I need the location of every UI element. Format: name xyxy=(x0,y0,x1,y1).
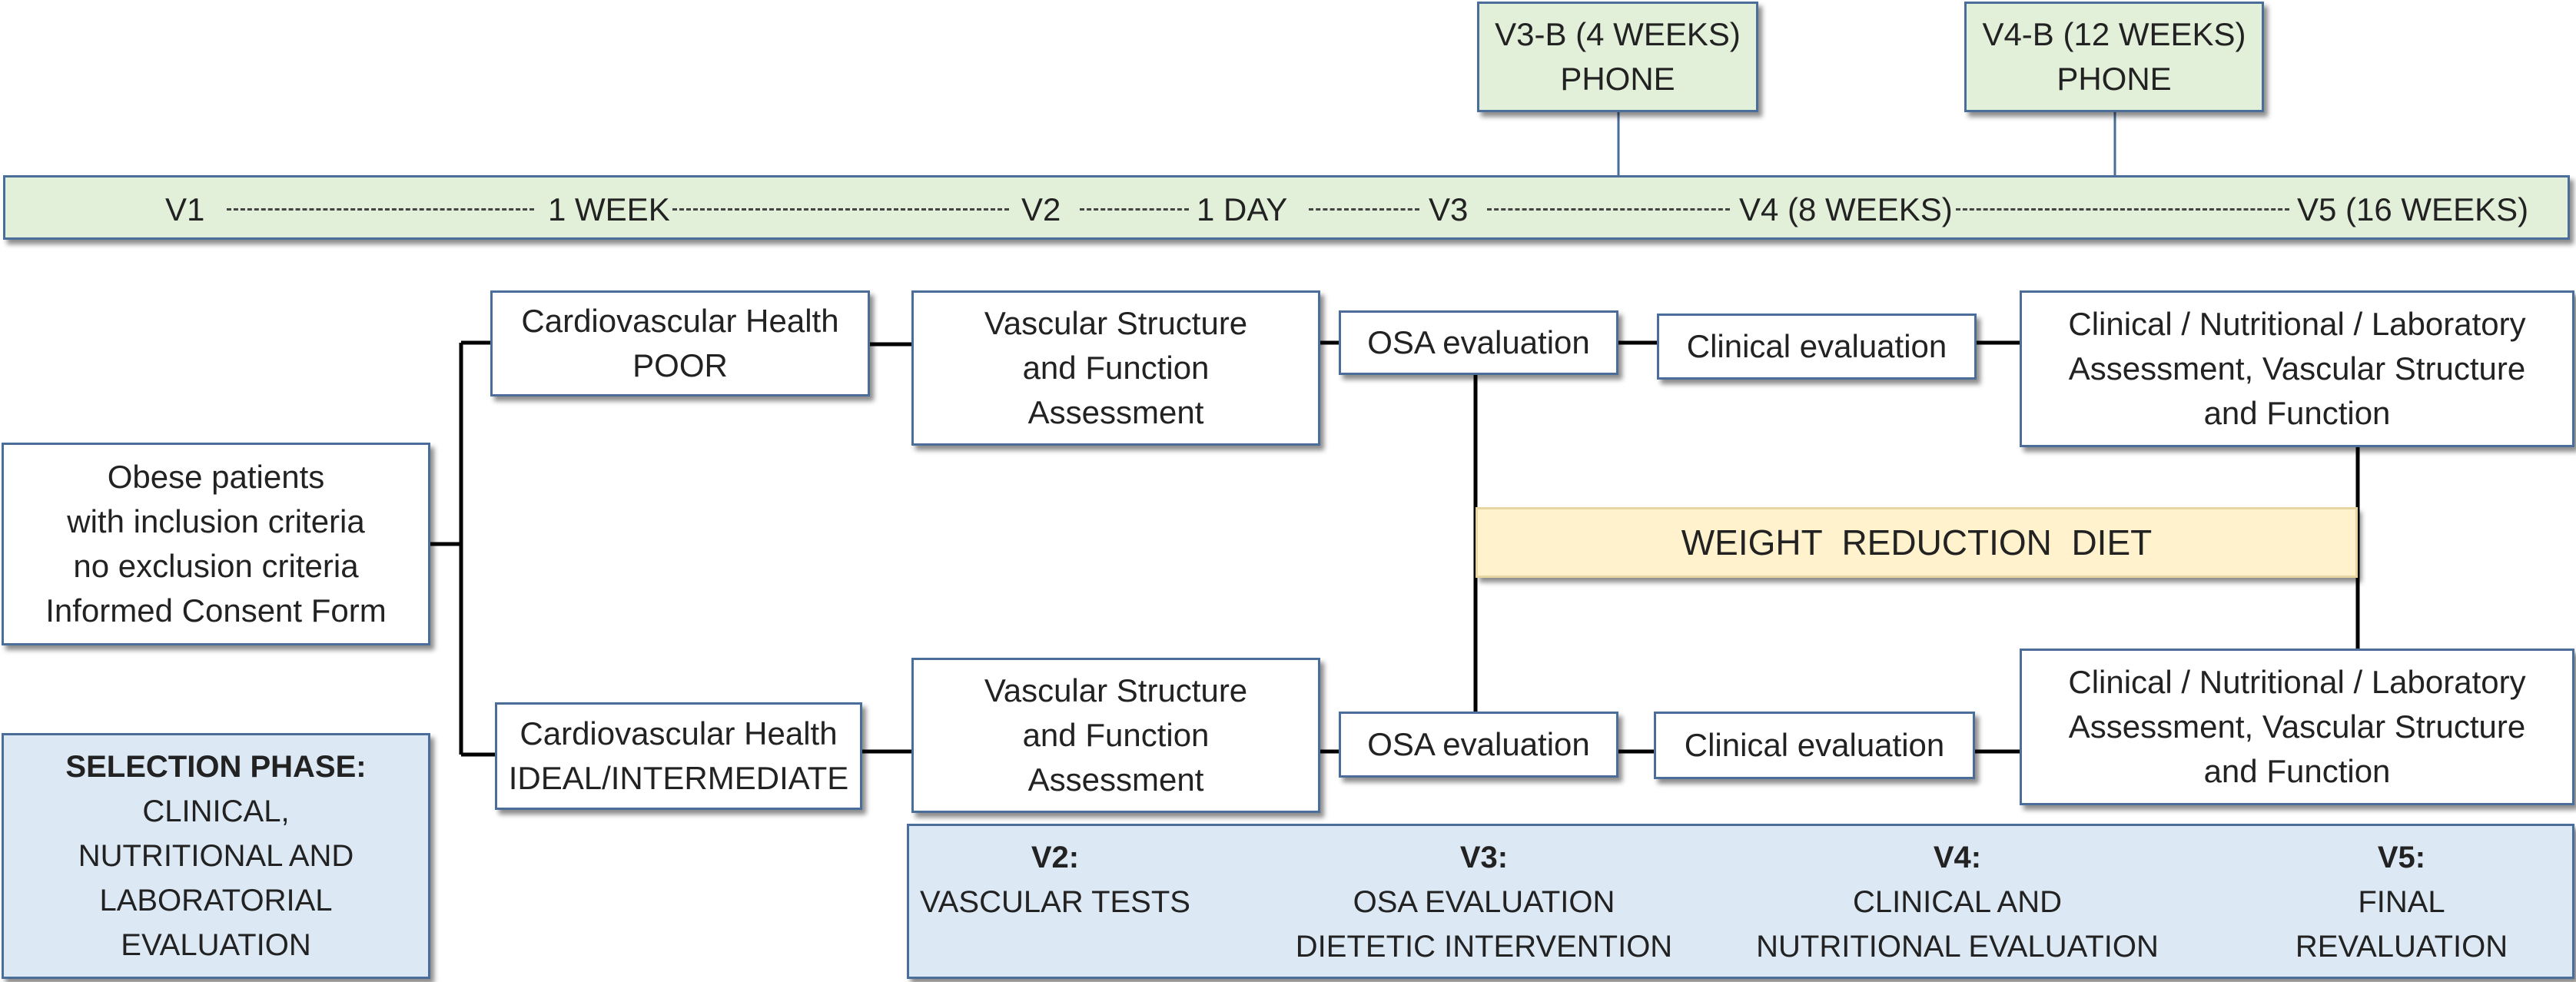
upper-vascular-line-2: and Function xyxy=(1022,350,1210,386)
timeline-v4: V4 (8 WEEKS) xyxy=(1739,191,1953,227)
timeline-v2: V2 xyxy=(1021,191,1061,227)
lower-osa-box: OSA evaluation xyxy=(1339,712,1618,778)
selection-phase-line-3: LABORATORIAL xyxy=(99,884,333,917)
timeline-v1: V1 xyxy=(165,191,205,227)
upper-final-box: Clinical / Nutritional / Laboratory Asse… xyxy=(2020,290,2574,447)
legend-v3-head: V3: xyxy=(1459,841,1509,874)
upper-osa-box: OSA evaluation xyxy=(1339,310,1618,375)
timeline-dash xyxy=(227,208,534,211)
legend-v4-line-2: NUTRITIONAL EVALUATION xyxy=(1756,930,2159,964)
phone-visit-v4b-title: V4-B (12 WEEKS) xyxy=(1982,16,2246,52)
timeline-dash xyxy=(1080,208,1189,211)
start-line-1: Obese patients xyxy=(107,459,325,495)
visit-timeline: V1 1 WEEK V2 1 DAY V3 V4 (8 WEEKS) V5 (1… xyxy=(3,175,2570,240)
timeline-v5: V5 (16 WEEKS) xyxy=(2297,191,2529,227)
cv-health-ideal-line-1: Cardiovascular Health xyxy=(520,715,838,751)
phone-visit-v4b: V4-B (12 WEEKS) PHONE xyxy=(1964,2,2264,112)
selection-phase-head: SELECTION PHASE: xyxy=(65,750,367,784)
timeline-v3: V3 xyxy=(1429,191,1469,227)
weight-reduction-diet-bar: WEIGHT REDUCTION DIET xyxy=(1476,507,2358,578)
upper-osa-label: OSA evaluation xyxy=(1367,324,1590,360)
start-line-3: no exclusion criteria xyxy=(73,548,359,584)
phone-visit-v4b-type: PHONE xyxy=(2056,61,2172,97)
upper-clinical-label: Clinical evaluation xyxy=(1686,328,1947,364)
legend-v2-head: V2: xyxy=(1031,841,1080,874)
lower-clinical-label: Clinical evaluation xyxy=(1684,727,1945,763)
timeline-dash xyxy=(1309,208,1419,211)
timeline-dash xyxy=(1956,208,2289,211)
legend-item-v4: V4: CLINICAL AND NUTRITIONAL EVALUATION xyxy=(1727,835,2188,969)
upper-final-line-2: Assessment, Vascular Structure xyxy=(2068,350,2526,386)
upper-vascular-box: Vascular Structure and Function Assessme… xyxy=(911,290,1320,446)
lower-final-line-2: Assessment, Vascular Structure xyxy=(2068,708,2526,745)
phone-visit-v3b-title: V3-B (4 WEEKS) xyxy=(1495,16,1741,52)
cv-health-poor-line-1: Cardiovascular Health xyxy=(521,303,839,339)
visit-legend-box: V2: VASCULAR TESTS V3: OSA EVALUATION DI… xyxy=(907,824,2574,979)
cv-health-poor-box: Cardiovascular Health POOR xyxy=(490,290,870,396)
selection-phase-box: SELECTION PHASE: CLINICAL, NUTRITIONAL A… xyxy=(2,733,430,979)
lower-final-line-1: Clinical / Nutritional / Laboratory xyxy=(2068,664,2526,700)
legend-v4-head: V4: xyxy=(1933,841,1982,874)
timeline-interval-2: 1 DAY xyxy=(1197,191,1288,227)
upper-final-line-3: and Function xyxy=(2203,395,2391,431)
lower-clinical-box: Clinical evaluation xyxy=(1654,712,1975,779)
timeline-interval-1: 1 WEEK xyxy=(548,191,670,227)
upper-final-line-1: Clinical / Nutritional / Laboratory xyxy=(2068,306,2526,342)
phone-visit-v3b-type: PHONE xyxy=(1560,61,1675,97)
cv-health-ideal-box: Cardiovascular Health IDEAL/INTERMEDIATE xyxy=(495,702,862,810)
legend-v4-line-1: CLINICAL AND xyxy=(1853,885,2062,919)
legend-item-v5: V5: FINAL REVALUATION xyxy=(2240,835,2563,969)
legend-v2-line-1: VASCULAR TESTS xyxy=(920,885,1190,919)
lower-final-box: Clinical / Nutritional / Laboratory Asse… xyxy=(2020,649,2574,805)
lower-vascular-box: Vascular Structure and Function Assessme… xyxy=(911,658,1320,813)
selection-phase-line-4: EVALUATION xyxy=(121,928,311,962)
start-box-obese-patients: Obese patients with inclusion criteria n… xyxy=(2,443,430,645)
timeline-dash xyxy=(1487,208,1730,211)
phone-visit-v3b: V3-B (4 WEEKS) PHONE xyxy=(1477,2,1758,112)
upper-vascular-line-1: Vascular Structure xyxy=(984,305,1248,341)
lower-final-line-3: and Function xyxy=(2203,753,2391,789)
start-line-4: Informed Consent Form xyxy=(45,592,387,629)
upper-vascular-line-3: Assessment xyxy=(1027,394,1204,430)
upper-clinical-box: Clinical evaluation xyxy=(1657,314,1977,380)
legend-item-v3: V3: OSA EVALUATION DIETETIC INTERVENTION xyxy=(1269,835,1699,969)
lower-vascular-line-1: Vascular Structure xyxy=(984,672,1248,708)
lower-osa-label: OSA evaluation xyxy=(1367,726,1590,762)
timeline-dash xyxy=(672,208,1009,211)
selection-phase-line-1: CLINICAL, xyxy=(142,795,290,828)
legend-v3-line-2: DIETETIC INTERVENTION xyxy=(1295,930,1673,964)
lower-vascular-line-3: Assessment xyxy=(1027,761,1204,798)
selection-phase-line-2: NUTRITIONAL AND xyxy=(78,839,354,873)
legend-v5-line-2: REVALUATION xyxy=(2295,930,2508,964)
legend-item-v2: V2: VASCULAR TESTS xyxy=(909,835,1201,924)
cv-health-poor-line-2: POOR xyxy=(632,347,728,383)
legend-v5-line-1: FINAL xyxy=(2358,885,2445,919)
lower-vascular-line-2: and Function xyxy=(1022,717,1210,753)
diet-bar-label: WEIGHT REDUCTION DIET xyxy=(1681,523,2153,562)
legend-v3-line-1: OSA EVALUATION xyxy=(1353,885,1615,919)
cv-health-ideal-line-2: IDEAL/INTERMEDIATE xyxy=(508,760,849,796)
legend-v5-head: V5: xyxy=(2377,841,2426,874)
start-line-2: with inclusion criteria xyxy=(67,503,365,539)
